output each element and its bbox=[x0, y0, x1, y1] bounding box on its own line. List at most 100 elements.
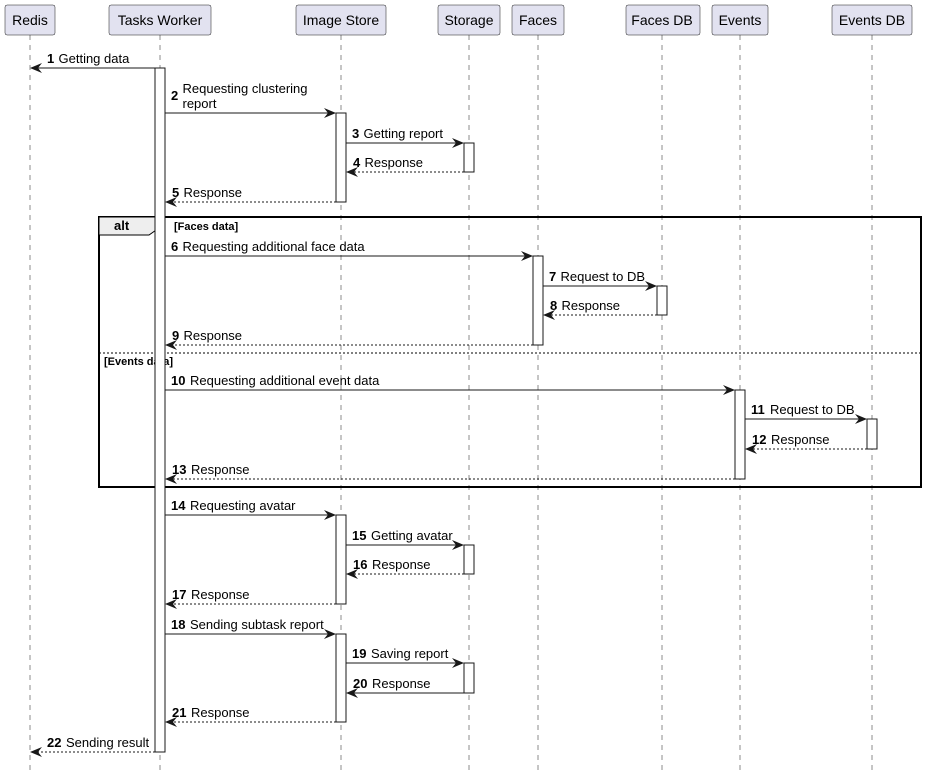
participant-imagestore: Image Store bbox=[295, 4, 387, 36]
participant-storage: Storage bbox=[437, 4, 501, 36]
activation-imagestore bbox=[335, 112, 347, 203]
activation-imagestore bbox=[335, 633, 347, 723]
message-18: 18 Sending subtask report bbox=[165, 617, 336, 639]
message-14: 14 Requesting avatar bbox=[165, 498, 336, 520]
message-number: 18 bbox=[171, 617, 185, 632]
participant-box bbox=[625, 4, 701, 36]
participant-box bbox=[831, 4, 913, 36]
message-label: Requesting additional event data bbox=[190, 373, 380, 388]
message-label: Response bbox=[184, 185, 243, 200]
message-20: 20 Response bbox=[346, 676, 464, 698]
message-number: 19 bbox=[352, 646, 366, 661]
activation-storage bbox=[463, 662, 475, 694]
message-label: Requesting additional face data bbox=[183, 239, 366, 254]
message-label: Getting avatar bbox=[371, 528, 453, 543]
message-label: Response bbox=[191, 462, 250, 477]
message-number: 10 bbox=[171, 373, 185, 388]
message-label: Getting report bbox=[364, 126, 444, 141]
activation-facesdb bbox=[656, 285, 668, 316]
participant-redis: Redis bbox=[4, 4, 56, 36]
message-label: Request to DB bbox=[770, 402, 855, 417]
message-number: 1 bbox=[47, 51, 54, 66]
message-17: 17 Response bbox=[165, 587, 336, 609]
participant-name: Events bbox=[719, 12, 762, 28]
message-13: 13 Response bbox=[165, 462, 735, 484]
participant-box bbox=[511, 4, 565, 36]
activation-storage bbox=[463, 544, 475, 575]
message-15: 15 Getting avatar bbox=[346, 528, 464, 550]
message-label: Sending subtask report bbox=[190, 617, 324, 632]
message-label: Sending result bbox=[66, 735, 149, 750]
message-number: 11 bbox=[751, 402, 765, 417]
participant-name: Tasks Worker bbox=[118, 12, 203, 28]
activation-bars bbox=[154, 67, 878, 753]
participant-name: Storage bbox=[444, 12, 493, 28]
message-label: Requesting clustering bbox=[183, 81, 308, 96]
activation-imagestore bbox=[335, 514, 347, 605]
message-number: 3 bbox=[352, 126, 359, 141]
participant-name: Events DB bbox=[839, 12, 905, 28]
participant-events: Events bbox=[711, 4, 769, 36]
message-number: 12 bbox=[752, 432, 766, 447]
message-5: 5 Response bbox=[165, 185, 336, 207]
participant-name: Redis bbox=[12, 12, 48, 28]
participant-box bbox=[108, 4, 212, 36]
message-label: Response bbox=[372, 676, 431, 691]
alt-frame-label: alt bbox=[114, 218, 130, 233]
message-label: Requesting avatar bbox=[190, 498, 296, 513]
message-label: Response bbox=[191, 587, 250, 602]
message-label: Response bbox=[372, 557, 431, 572]
participant-facesdb: Faces DB bbox=[625, 4, 701, 36]
activation-worker bbox=[154, 67, 166, 753]
participant-eventsdb: Events DB bbox=[831, 4, 913, 36]
participant-box bbox=[4, 4, 56, 36]
message-number: 13 bbox=[172, 462, 186, 477]
alt-frame: alt [Faces data] [Events data] bbox=[98, 216, 922, 488]
participant-box bbox=[437, 4, 501, 36]
alt-frame-box bbox=[98, 216, 922, 488]
message-number: 5 bbox=[172, 185, 179, 200]
message-number: 4 bbox=[353, 155, 361, 170]
message-label: Response bbox=[184, 328, 243, 343]
message-label: Getting data bbox=[59, 51, 131, 66]
message-number: 2 bbox=[171, 88, 178, 103]
message-number: 9 bbox=[172, 328, 179, 343]
activation-faces bbox=[532, 255, 544, 346]
message-number: 7 bbox=[549, 269, 556, 284]
message-label: Saving report bbox=[371, 646, 449, 661]
message-number: 6 bbox=[171, 239, 178, 254]
message-number: 15 bbox=[352, 528, 366, 543]
participant-worker: Tasks Worker bbox=[108, 4, 212, 36]
alt-frame-tab bbox=[98, 216, 160, 236]
activation-storage bbox=[463, 142, 475, 173]
message-11: 11 Request to DB bbox=[745, 402, 867, 424]
message-number: 21 bbox=[172, 705, 186, 720]
message-19: 19 Saving report bbox=[346, 646, 464, 668]
message-label: Request to DB bbox=[561, 269, 646, 284]
message-number: 8 bbox=[550, 298, 557, 313]
message-1: 1 Getting data bbox=[30, 51, 155, 73]
message-7: 7 Request to DB bbox=[543, 269, 657, 291]
message-number: 14 bbox=[171, 498, 186, 513]
message-3: 3 Getting report bbox=[346, 126, 464, 148]
participant-name: Image Store bbox=[303, 12, 379, 28]
message-10: 10 Requesting additional event data bbox=[165, 373, 735, 395]
activation-eventsdb bbox=[866, 418, 878, 450]
participant-box bbox=[295, 4, 387, 36]
activation-events bbox=[734, 389, 746, 480]
participants: Redis Tasks Worker Image Store Storage Faces… bbox=[4, 4, 913, 36]
message-label: Response bbox=[191, 705, 250, 720]
participant-faces: Faces bbox=[511, 4, 565, 36]
message-number: 17 bbox=[172, 587, 186, 602]
participant-name: Faces DB bbox=[631, 12, 692, 28]
participant-box bbox=[711, 4, 769, 36]
message-number: 20 bbox=[353, 676, 367, 691]
